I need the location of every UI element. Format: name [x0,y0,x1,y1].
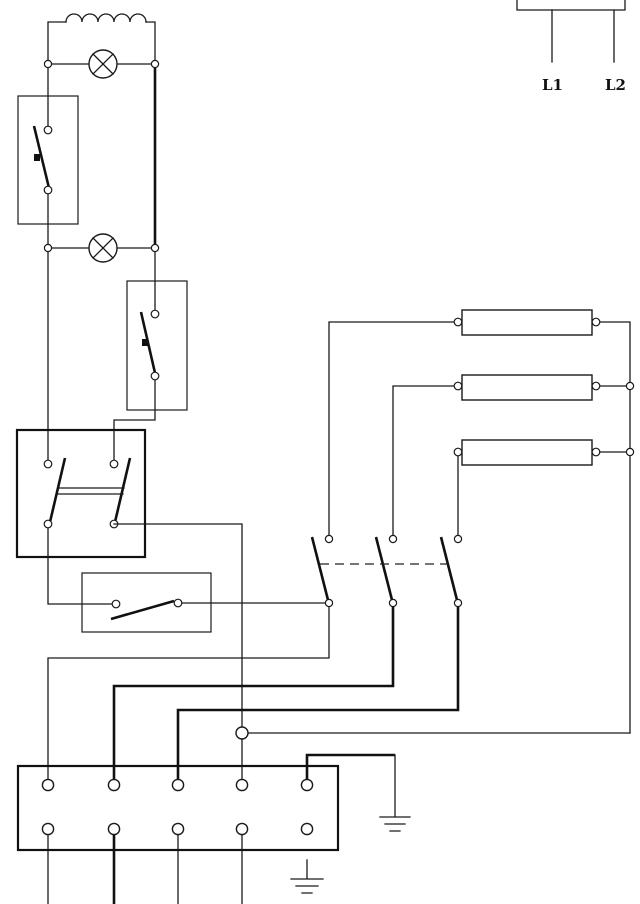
switch-left [17,95,79,225]
wire-bold [112,607,395,779]
terminal-block [16,764,340,852]
tube-1 [328,309,631,734]
tube-2 [392,374,635,536]
three-pole-switch [310,534,463,608]
ground-symbol [379,816,411,832]
supply-label-l1: L1 [542,76,563,94]
supply-label-l2: L2 [605,76,626,94]
wire [113,523,243,734]
supply-lines: L1 L2 [516,0,626,94]
ground-wire [305,753,395,779]
lamp-2 [43,233,160,263]
right-wire [113,375,156,465]
coil [47,13,156,65]
switch-right [126,280,188,411]
junction-node [235,726,249,740]
double-pole-switch [15,428,147,559]
horizontal-switch [81,572,328,633]
wire [47,606,330,780]
left-wire [47,521,117,605]
lamp-1 [43,49,160,79]
tube-3 [453,439,635,536]
ground-symbol [290,859,324,894]
wire-bold [176,607,460,779]
